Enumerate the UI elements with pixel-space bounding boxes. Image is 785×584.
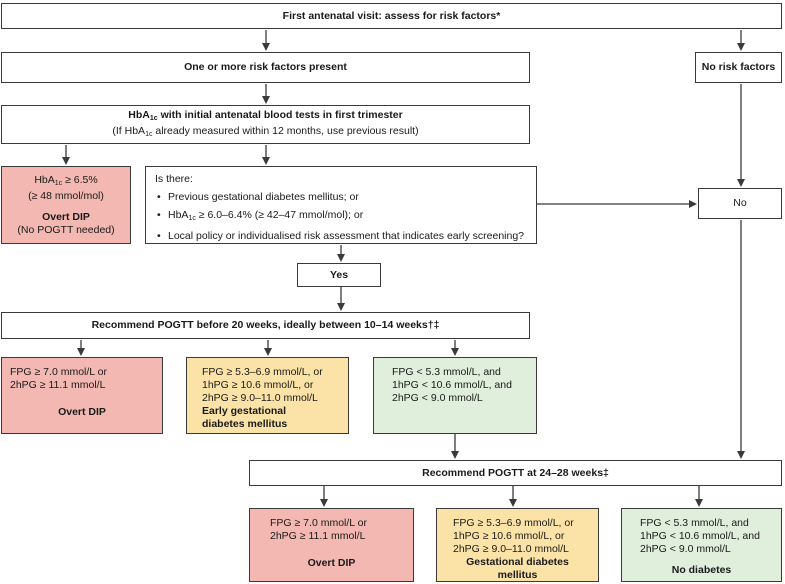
late-none-fpg: FPG < 5.3 mmol/L, and	[640, 517, 749, 529]
overt-hba1c-mmol: (≥ 48 mmol/mol)	[28, 189, 104, 202]
overt-hba1c-threshold: HbA1c ≥ 6.5%	[34, 173, 98, 187]
is-there-heading: Is there:	[155, 173, 193, 185]
late-pogtt-box: Recommend POGTT at 24–28 weeks‡	[249, 460, 782, 486]
early-overt-2hpg: 2hPG ≥ 11.1 mmol/L	[10, 379, 106, 391]
late-gdm-2hpg: 2hPG ≥ 9.0–11.0 mmol/L	[453, 543, 569, 555]
early-overt-fpg: FPG ≥ 7.0 mmol/L or	[10, 366, 107, 378]
early-gdm-1hpg: 1hPG ≥ 10.6 mmol/L, or	[202, 379, 314, 391]
late-gdm-label-1: Gestational diabetes	[466, 556, 569, 568]
early-pogtt-box: Recommend POGTT before 20 weeks, ideally…	[1, 312, 530, 339]
no-risk-box: No risk factors	[695, 52, 782, 83]
late-overt-box: FPG ≥ 7.0 mmol/L or 2hPG ≥ 11.1 mmol/L O…	[249, 508, 414, 582]
is-there-list: Previous gestational diabetes mellitus; …	[155, 191, 536, 243]
late-gdm-box: FPG ≥ 5.3–6.9 mmol/L, or 1hPG ≥ 10.6 mmo…	[436, 508, 599, 582]
early-normal-1hpg: 1hPG < 10.6 mmol/L, and	[392, 379, 512, 391]
hba1c-heading: HbA1c with initial antenatal blood tests…	[128, 108, 403, 122]
risk-present-box: One or more risk factors present	[1, 52, 530, 83]
no-text: No	[733, 197, 747, 209]
late-overt-fpg: FPG ≥ 7.0 mmol/L or	[270, 517, 367, 529]
early-normal-2hpg: 2hPG < 9.0 mmol/L	[392, 392, 483, 404]
no-pogtt-needed: (No POGTT needed)	[17, 223, 115, 236]
late-gdm-label-2: mellitus	[497, 569, 538, 581]
start-text: First antenatal visit: assess for risk f…	[282, 9, 501, 22]
late-none-2hpg: 2hPG < 9.0 mmol/L	[640, 543, 731, 555]
early-overt-box: FPG ≥ 7.0 mmol/L or 2hPG ≥ 11.1 mmol/L O…	[1, 357, 163, 434]
late-none-1hpg: 1hPG < 10.6 mmol/L, and	[640, 530, 760, 542]
no-diabetes-label: No diabetes	[671, 564, 732, 576]
criterion-hba1c-range: HbA1c ≥ 6.0–6.4% (≥ 42–47 mmol/mol); or	[155, 209, 536, 225]
late-pogtt-text: Recommend POGTT at 24–28 weeks‡	[422, 466, 609, 479]
early-normal-box: FPG < 5.3 mmol/L, and 1hPG < 10.6 mmol/L…	[373, 357, 537, 434]
criterion-local-policy: Local policy or individualised risk asse…	[155, 230, 536, 243]
no-risk-text: No risk factors	[701, 61, 776, 73]
start-box: First antenatal visit: assess for risk f…	[1, 3, 782, 29]
hba1c-box: HbA1c with initial antenatal blood tests…	[1, 105, 530, 144]
late-gdm-1hpg: 1hPG ≥ 10.6 mmol/L, or	[453, 530, 565, 542]
early-gdm-label-1: Early gestational	[202, 405, 287, 417]
hba1c-note: (If HbA1c already measured within 12 mon…	[112, 124, 419, 138]
late-overt-label: Overt DIP	[307, 557, 356, 569]
is-there-box: Is there: Previous gestational diabetes …	[145, 166, 537, 244]
early-gdm-fpg: FPG ≥ 5.3–6.9 mmol/L, or	[202, 366, 323, 378]
early-overt-label: Overt DIP	[58, 406, 106, 418]
early-gdm-2hpg: 2hPG ≥ 9.0–11.0 mmol/L	[202, 392, 318, 404]
overt-dip-hba1c-box: HbA1c ≥ 6.5% (≥ 48 mmol/mol) Overt DIP (…	[1, 166, 131, 244]
early-gdm-box: FPG ≥ 5.3–6.9 mmol/L, or 1hPG ≥ 10.6 mmo…	[186, 357, 349, 434]
no-box: No	[698, 188, 782, 219]
risk-present-text: One or more risk factors present	[184, 61, 347, 73]
criterion-previous-gdm: Previous gestational diabetes mellitus; …	[155, 191, 536, 204]
yes-box: Yes	[297, 263, 381, 287]
overt-dip-label: Overt DIP	[42, 210, 90, 223]
yes-text: Yes	[329, 268, 349, 281]
early-normal-fpg: FPG < 5.3 mmol/L, and	[392, 366, 501, 378]
late-none-box: FPG < 5.3 mmol/L, and 1hPG < 10.6 mmol/L…	[621, 508, 782, 582]
early-gdm-label-2: diabetes mellitus	[202, 418, 288, 430]
early-pogtt-text: Recommend POGTT before 20 weeks, ideally…	[91, 319, 440, 331]
late-gdm-fpg: FPG ≥ 5.3–6.9 mmol/L, or	[453, 517, 574, 529]
late-overt-2hpg: 2hPG ≥ 11.1 mmol/L	[270, 530, 366, 542]
